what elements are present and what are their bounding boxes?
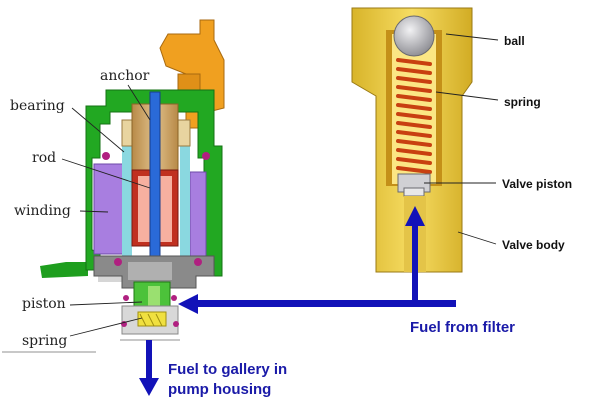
- label-fuel-from-filter: Fuel from filter: [410, 319, 515, 336]
- label-bearing: bearing: [10, 98, 65, 114]
- label-rod: rod: [32, 150, 56, 166]
- label-spring-left: spring: [22, 333, 67, 349]
- label-fuel-to-gallery-2: pump housing: [168, 381, 271, 398]
- label-valve-piston: Valve piston: [502, 177, 572, 191]
- solenoid-valve: [2, 19, 225, 353]
- ball: [393, 15, 435, 57]
- arrow-fuel-from-filter: [178, 294, 456, 314]
- right-leader-lines: [424, 33, 499, 245]
- label-valve-body: Valve body: [502, 238, 565, 252]
- check-valve: [351, 7, 473, 273]
- left-leader-lines: [61, 84, 151, 337]
- label-piston: piston: [22, 296, 66, 312]
- label-ball: ball: [504, 34, 525, 48]
- arrow-fuel-to-gallery: [139, 340, 159, 396]
- valve-spring: [396, 58, 432, 174]
- label-winding: winding: [14, 203, 71, 219]
- flow-arrows: [139, 206, 456, 396]
- mounting-flange: [40, 262, 88, 278]
- label-anchor: anchor: [100, 68, 150, 84]
- label-spring-right: spring: [504, 95, 541, 109]
- label-fuel-to-gallery-1: Fuel to gallery in: [168, 361, 287, 378]
- arrow-up-into-valve: [405, 206, 425, 300]
